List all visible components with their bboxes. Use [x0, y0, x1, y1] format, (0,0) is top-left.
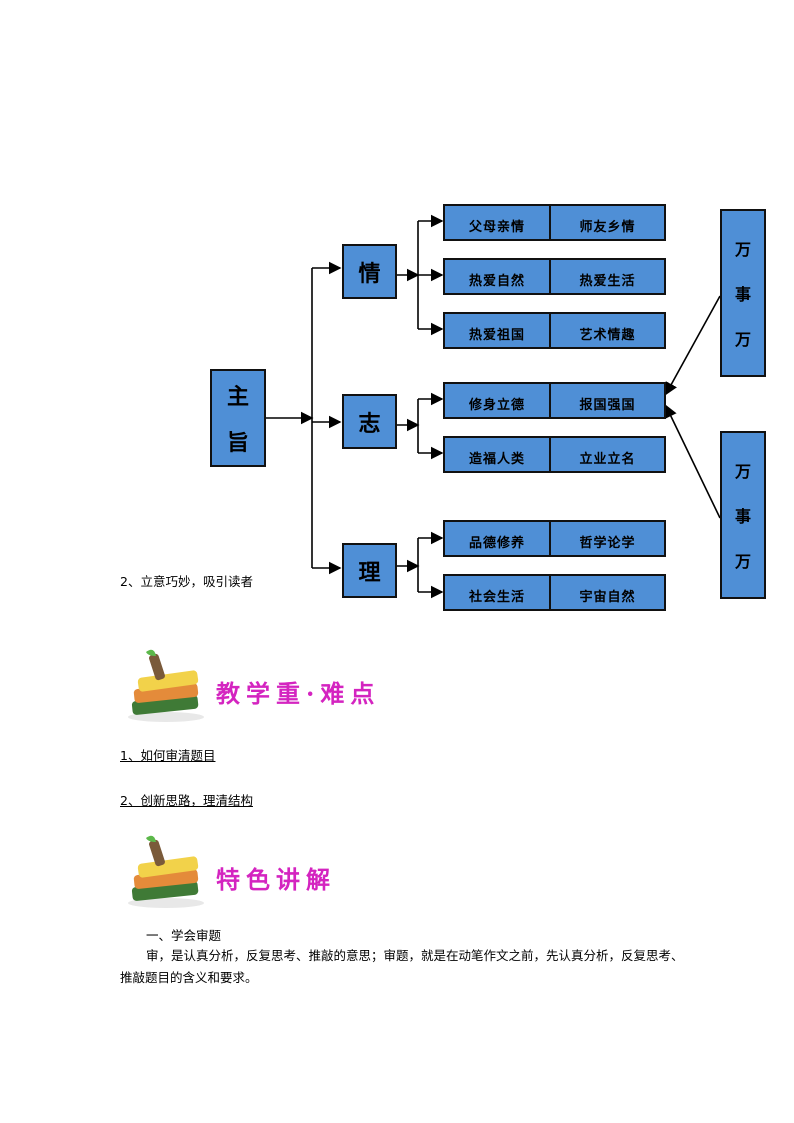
leaf-li-2b: 宇宙自然 — [549, 574, 666, 611]
books-icon — [128, 649, 204, 722]
leaf-qing-2b: 热爱生活 — [549, 258, 666, 295]
branch-li: 理 — [342, 543, 397, 598]
root-char-2: 旨 — [226, 430, 249, 456]
branch-qing: 情 — [342, 244, 397, 299]
root-char-1: 主 — [226, 384, 249, 410]
leaf-qing-3b: 艺术情趣 — [549, 312, 666, 349]
section-title-features: 特色讲解 — [216, 865, 336, 894]
leaf-zhi-1b: 报国强国 — [549, 382, 666, 419]
body-paragraph: 审，是认真分析，反复思考、推敲的意思；审题，就是在动笔作文之前，先认真分析，反复… — [120, 948, 684, 985]
branch-zhi: 志 — [342, 394, 397, 449]
key-point-1: 1、如何审清题目 — [120, 748, 216, 763]
leaf-qing-2a: 热爱自然 — [443, 258, 551, 295]
heading-shenti: 一、学会审题 — [146, 928, 222, 943]
side-box-bottom: 万 事 万 — [720, 431, 766, 599]
leaf-zhi-2b: 立业立名 — [549, 436, 666, 473]
section-title-key-points: 教学重·难点 — [216, 679, 381, 708]
leaf-qing-1a: 父母亲情 — [443, 204, 551, 241]
overlap-text: 2、立意巧妙，吸引读者 — [120, 574, 253, 589]
diagram-root: 主 旨 — [210, 369, 266, 467]
leaf-li-1a: 品德修养 — [443, 520, 551, 557]
books-icon — [128, 835, 204, 908]
leaf-qing-3a: 热爱祖国 — [443, 312, 551, 349]
key-point-2: 2、创新思路，理清结构 — [120, 793, 253, 808]
leaf-zhi-2a: 造福人类 — [443, 436, 551, 473]
leaf-zhi-1a: 修身立德 — [443, 382, 551, 419]
leaf-qing-1b: 师友乡情 — [549, 204, 666, 241]
side-box-top: 万 事 万 — [720, 209, 766, 377]
leaf-li-1b: 哲学论学 — [549, 520, 666, 557]
leaf-li-2a: 社会生活 — [443, 574, 551, 611]
